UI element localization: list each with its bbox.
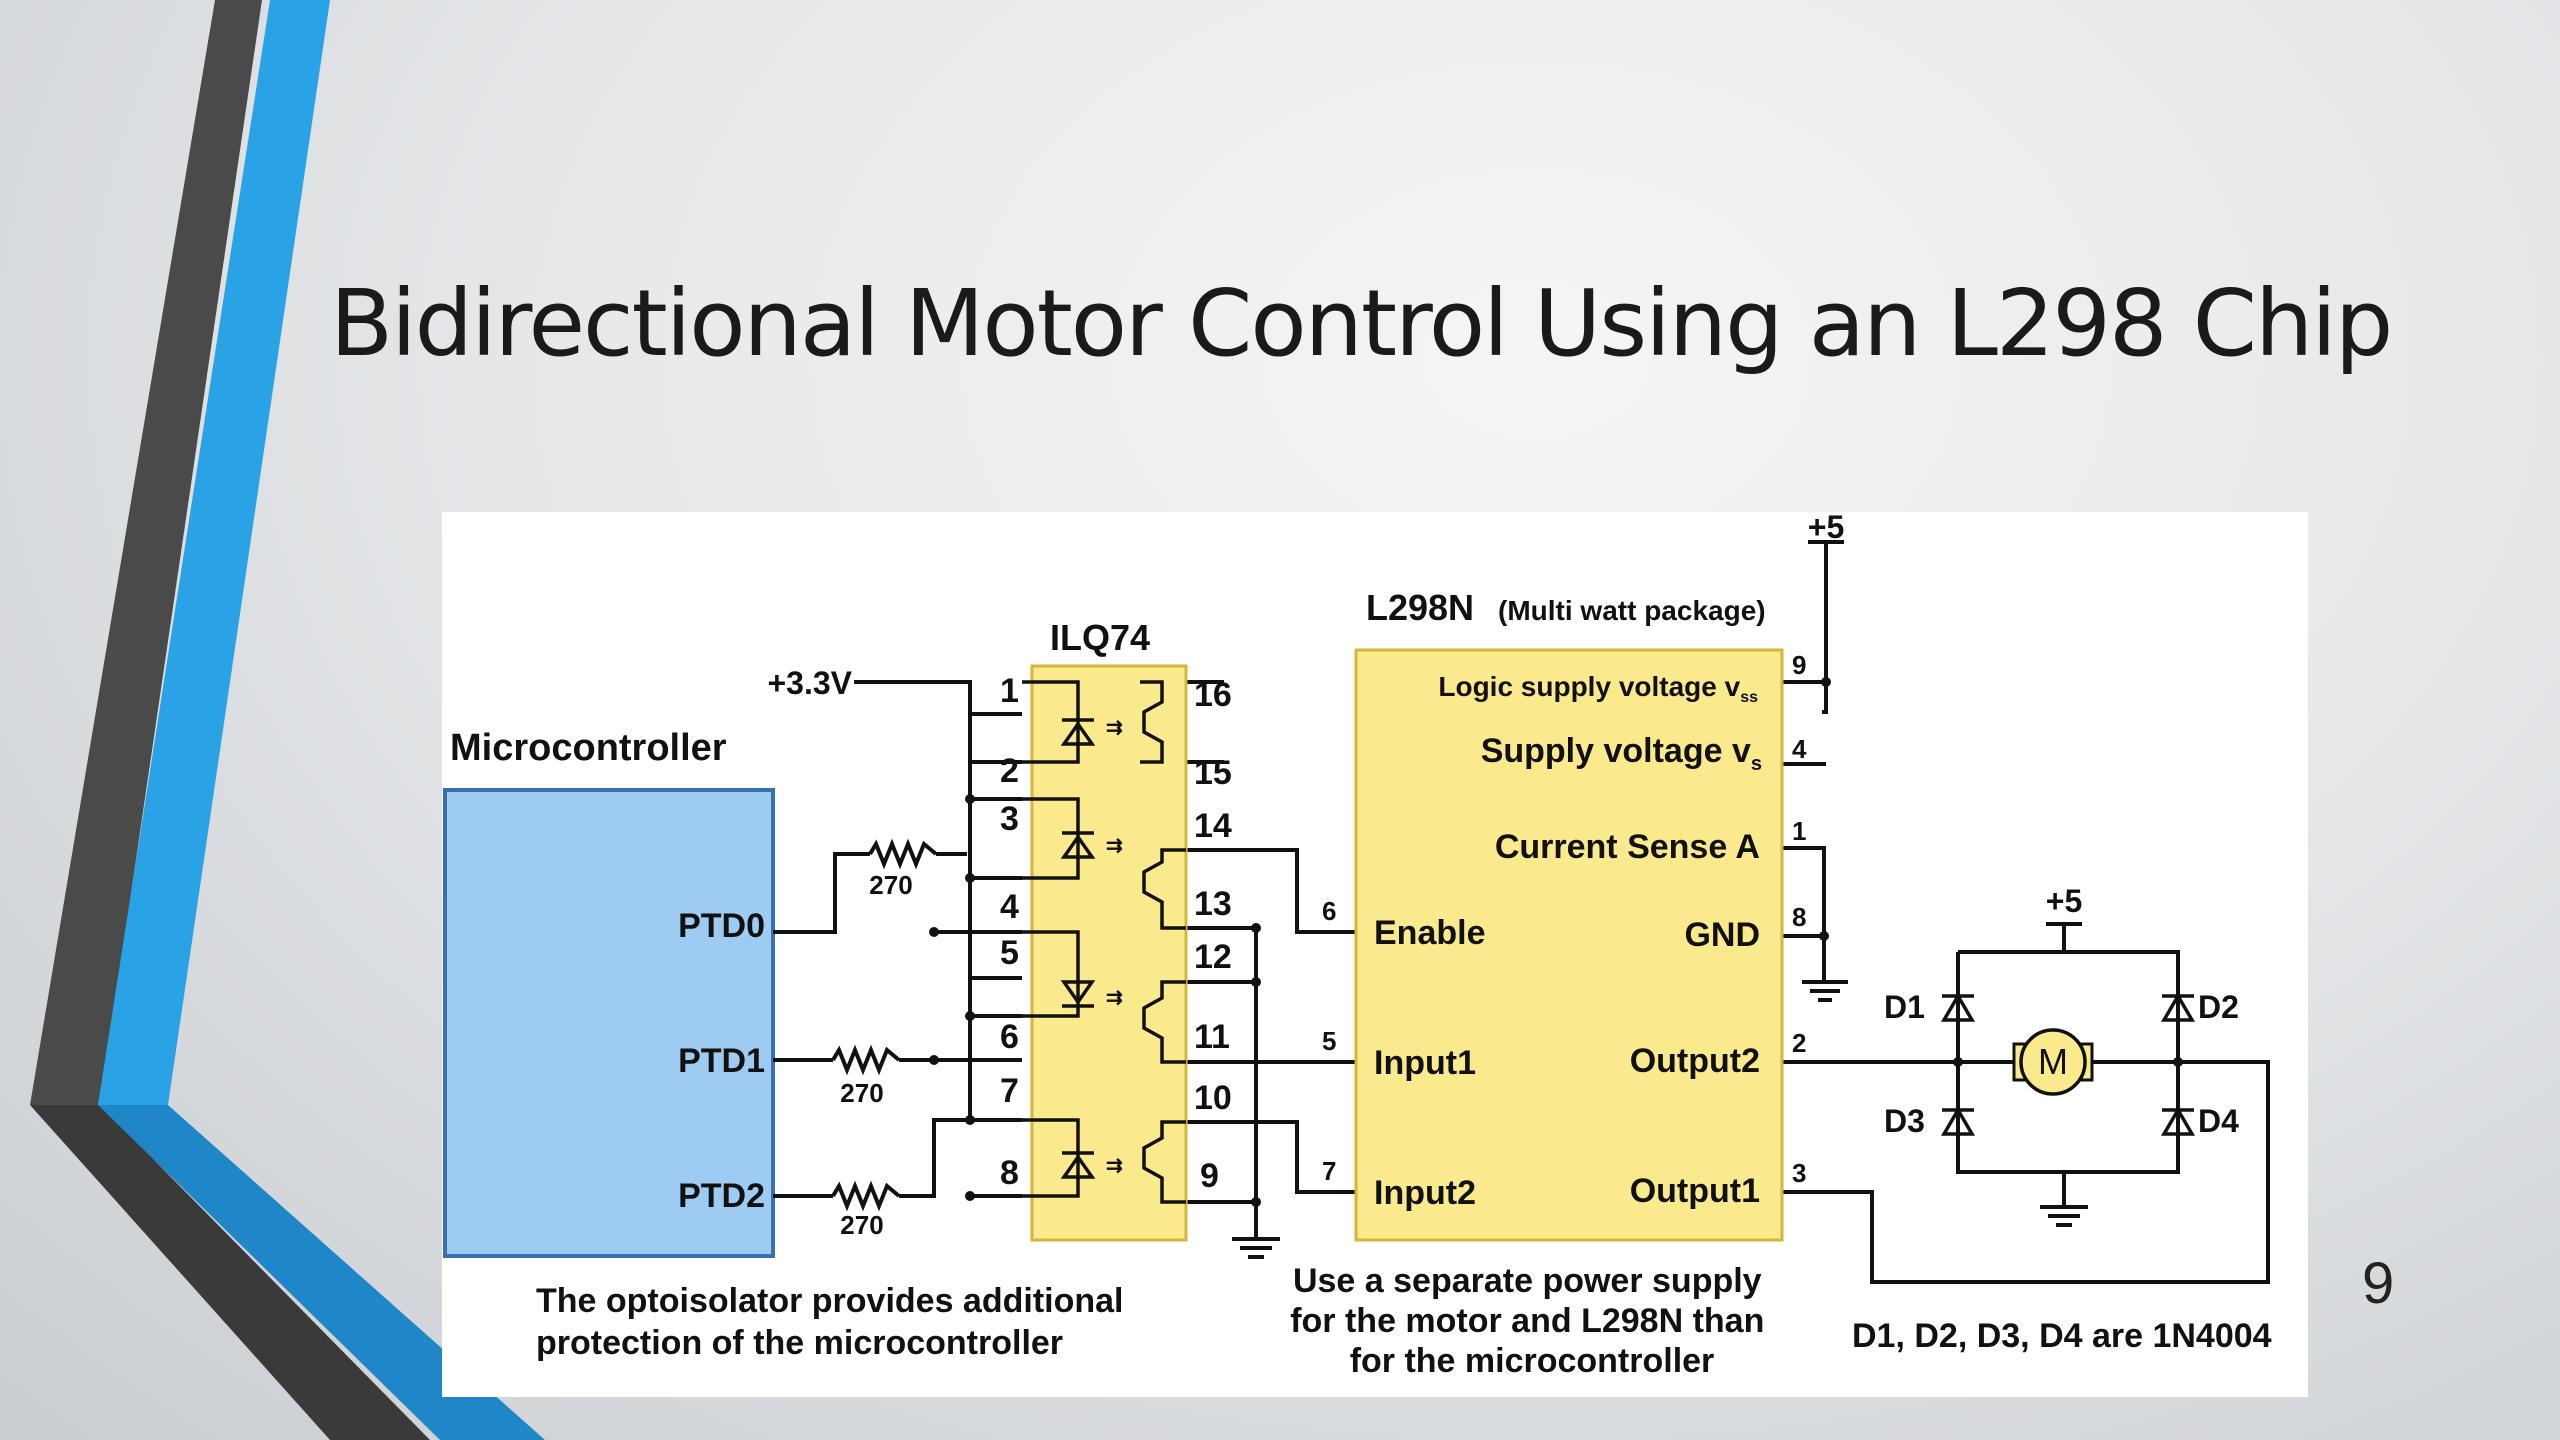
- opto-pin-14: 14: [1194, 807, 1232, 845]
- diodes: [1940, 992, 2196, 1136]
- l298-pin-4: 4: [1792, 734, 1807, 764]
- opto-pin-12: 12: [1194, 938, 1232, 976]
- diode-d3: [1940, 1106, 1976, 1136]
- opto-pin-5: 5: [1000, 934, 1019, 972]
- wires: [773, 542, 2270, 1284]
- opto-channels: [1022, 680, 1186, 1204]
- motor-symbol: [2019, 1028, 2087, 1096]
- l298-pin-7: 7: [1322, 1156, 1336, 1186]
- opto-pin-4: 4: [1000, 888, 1019, 926]
- l298-pin-5: 5: [1322, 1026, 1336, 1056]
- opto-pin-6: 6: [1000, 1018, 1019, 1056]
- opto-pin-10: 10: [1194, 1079, 1232, 1117]
- input2-label: Input2: [1374, 1174, 1476, 1212]
- current-sense-label: Current Sense A: [1495, 828, 1760, 866]
- opto-pin-7: 7: [1000, 1072, 1019, 1110]
- ground-symbol-opto: [1232, 1237, 1280, 1259]
- opto-light-arrows: ⇉ ⇉ ⇉ ⇉: [1106, 717, 1123, 1177]
- supply-33v-label: +3.3V: [767, 665, 852, 701]
- input1-label: Input1: [1374, 1044, 1476, 1082]
- l298-pin-8: 8: [1792, 902, 1806, 932]
- output2-label: Output2: [1630, 1042, 1760, 1080]
- diode-d2-label: D2: [2198, 989, 2239, 1025]
- output1-label: Output1: [1630, 1172, 1760, 1210]
- pin-ptd1: PTD1: [678, 1042, 765, 1080]
- diode-d2: [2160, 992, 2196, 1022]
- opto-left-pin-numbers: 1 2 3 4 5 6 7 8: [1000, 672, 1019, 1192]
- resistor-value-r3: 270: [840, 1210, 883, 1240]
- l298-name: L298N: [1366, 587, 1474, 628]
- logic-supply-label: Logic supply voltage vss: [1438, 671, 1758, 706]
- mcu-title: Microcontroller: [450, 727, 727, 769]
- l298-pin-2: 2: [1792, 1028, 1806, 1058]
- l298-pin-numbers: 9 4 1 8 2 3 6 5 7: [1322, 650, 1807, 1188]
- opto-pin-8: 8: [1000, 1154, 1019, 1192]
- gnd-label: GND: [1684, 916, 1760, 954]
- ground-symbols: [1232, 980, 2088, 1259]
- junction-dots: [929, 677, 2183, 1207]
- svg-text:⇉: ⇉: [1106, 835, 1123, 857]
- l298-pin-6: 6: [1322, 896, 1336, 926]
- dark-accent-band: [30, 0, 262, 1105]
- diode-d1: [1940, 992, 1976, 1022]
- l298-pin-9: 9: [1792, 650, 1806, 680]
- ground-symbol-l298: [1802, 980, 1848, 1002]
- diode-d4: [2160, 1106, 2196, 1136]
- resistor-value-r2: 270: [840, 1078, 883, 1108]
- opto-pin-13: 13: [1194, 885, 1232, 923]
- resistor-r1: [868, 838, 938, 870]
- l298-pin-3: 3: [1792, 1158, 1806, 1188]
- dark-lower-band: [30, 1105, 430, 1440]
- pin-ptd0: PTD0: [678, 907, 765, 945]
- plus5-bridge-label: +5: [2046, 883, 2082, 919]
- note-supply: Use a separate power supply for the moto…: [1290, 1262, 1774, 1380]
- l298-pin-1: 1: [1792, 816, 1806, 846]
- opto-pin-11: 11: [1194, 1018, 1230, 1056]
- resistor-value-r1: 270: [869, 870, 912, 900]
- note-opto: The optoisolator provides additional pro…: [536, 1282, 1133, 1362]
- slide-title: Bidirectional Motor Control Using an L29…: [330, 270, 2393, 377]
- svg-text:⇉: ⇉: [1106, 987, 1123, 1009]
- microcontroller-block: [443, 788, 775, 1258]
- supply-label: Supply voltage vs: [1481, 732, 1762, 775]
- resistor-r2: [831, 1044, 901, 1076]
- diode-d4-label: D4: [2198, 1103, 2239, 1139]
- l298n-chip: [1354, 648, 1784, 1242]
- opto-name: ILQ74: [1050, 617, 1150, 658]
- motor-label: M: [2038, 1041, 2068, 1082]
- svg-text:⇉: ⇉: [1106, 1155, 1123, 1177]
- resistors: [831, 838, 938, 1212]
- opto-pin-3: 3: [1000, 800, 1019, 838]
- pin-ptd2: PTD2: [678, 1177, 765, 1215]
- ground-symbol-bridge: [2040, 1205, 2088, 1227]
- slide-number: 9: [2362, 1251, 2395, 1316]
- opto-pin-2: 2: [1000, 752, 1019, 790]
- opto-pin-16: 16: [1194, 676, 1232, 714]
- l298-package: (Multi watt package): [1498, 595, 1766, 626]
- diode-d1-label: D1: [1884, 989, 1925, 1025]
- opto-pin-1: 1: [1000, 672, 1019, 710]
- note-diodes: D1, D2, D3, D4 are 1N4004: [1852, 1317, 2272, 1355]
- opto-pin-9: 9: [1200, 1157, 1219, 1195]
- diode-d3-label: D3: [1884, 1103, 1925, 1139]
- enable-label: Enable: [1374, 914, 1485, 952]
- circuit-diagram: Microcontroller PTD0 PTD1 PTD2: [442, 512, 2308, 1397]
- opto-pin-15: 15: [1194, 754, 1232, 792]
- svg-text:⇉: ⇉: [1106, 717, 1123, 739]
- resistor-r3: [831, 1180, 901, 1212]
- plus5-logic-label: +5: [1808, 512, 1844, 545]
- blue-accent-band: [98, 0, 330, 1105]
- opto-right-pin-numbers: 16 15 14 13 12 11 10 9: [1194, 676, 1232, 1195]
- blue-lower-band: [98, 1105, 545, 1440]
